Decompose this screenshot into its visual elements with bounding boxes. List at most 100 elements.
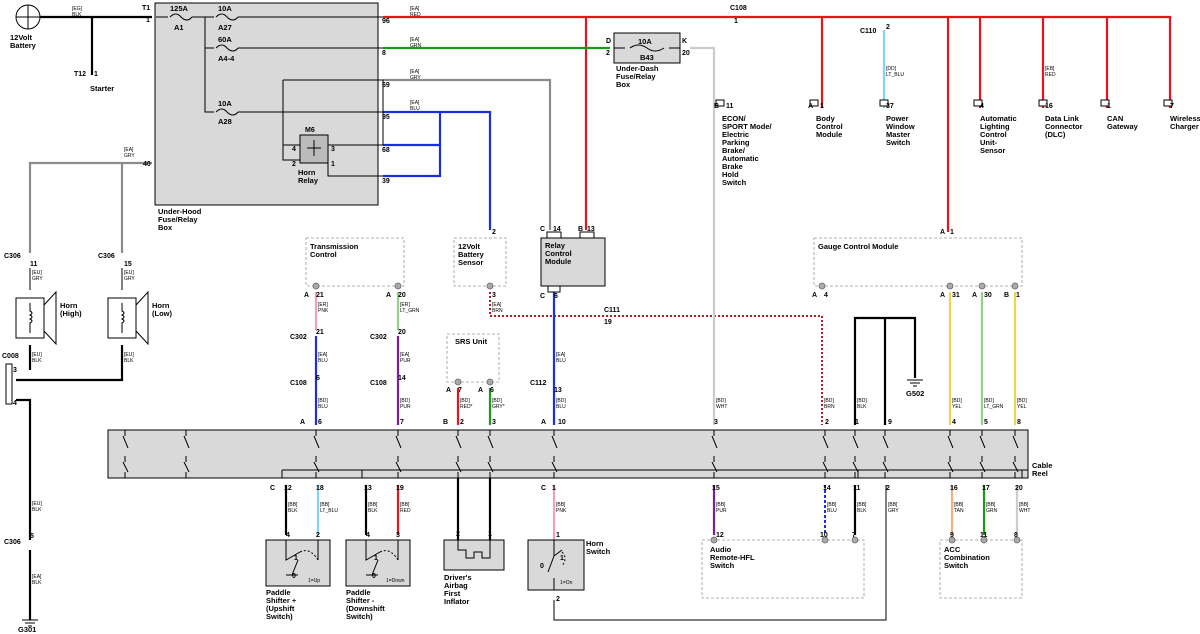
top-component-1-line-2: Control [816, 122, 843, 131]
wire-c110-part-1: [DD] [886, 66, 897, 72]
reel-switch-12 [979, 430, 986, 478]
reel-switch-6 [551, 430, 558, 478]
top-component-0-conn: B [714, 103, 719, 110]
wire-bb-tan: [BB]TAN [954, 502, 964, 514]
bs-line-2: Battery [458, 250, 485, 259]
wire-bd-gry-srs-part-1: [BD] [492, 398, 502, 404]
top-component-1-conn: A [808, 103, 813, 110]
reel-top-wire-0-part-1: [BD] [716, 398, 726, 404]
reel-top-wire-3-part-1: [BD] [952, 398, 962, 404]
wire-ea-gry2-part-2: GRY [124, 153, 135, 159]
uh-pin-8: 8 [382, 50, 386, 57]
wire-bb-red-part-2: RED [400, 508, 411, 514]
g502-label: G502 [906, 389, 924, 398]
underdash-conn-d: D [606, 38, 611, 45]
gauge-conn-30: A [972, 292, 977, 299]
wire-bb-tan-part-1: [BB] [954, 502, 964, 508]
c108a-pin: 6 [316, 375, 320, 382]
wire-ea-gry-part-1: [EA] [410, 69, 420, 75]
relay-pin-2: 2 [292, 161, 296, 168]
srs-pin-6: 6 [490, 387, 494, 394]
gauge-label: Gauge Control Module [818, 242, 898, 251]
hs-pin-2: 2 [556, 596, 560, 603]
gauge-pin-30: 30 [984, 292, 992, 299]
wire-bb-grn-part-1: [BB] [986, 502, 996, 508]
top-component-3-line-5: Sensor [980, 146, 1006, 155]
tcm-conn-a1: A [304, 292, 309, 299]
pu-line-4: Switch) [266, 612, 293, 621]
top-component-3-terminal [973, 99, 983, 107]
ab-line-3: First [444, 589, 461, 598]
c108-top-conn: C108 [730, 5, 747, 12]
wire-bb-blk-1-part-2: BLK [288, 508, 298, 514]
reel-top-wire-0: [BD]WHT [716, 398, 727, 410]
reel-top-pin-2: 2 [825, 419, 829, 426]
wire-ea-blk: [EA]BLK [32, 574, 42, 586]
wire-ea-pur-tcm: [EA]PUR [400, 352, 411, 364]
reel-top-wire-5-part-2: YEL [1017, 404, 1027, 410]
battery-sensor-pin-3: 3 [492, 292, 496, 299]
wires [16, 15, 1172, 621]
wire-ea-blk-part-1: [EA] [32, 574, 42, 580]
gauge-pin-4: 4 [824, 292, 828, 299]
starter-pin: 1 [94, 71, 98, 78]
top-component-0-line-5: Brake/ [722, 146, 746, 155]
reel-switch-2 [313, 430, 320, 478]
top-component-0-line-9: Switch [722, 178, 747, 187]
top-component-5-pin: 1 [1107, 103, 1111, 110]
wire-ea-brn-part-2: BRN [492, 308, 503, 314]
reel-switches [122, 430, 1019, 478]
reel-bottom-pin-7: 11 [853, 485, 861, 492]
c008-pin-3: 3 [13, 367, 17, 374]
relay-pin-3: 3 [331, 146, 335, 153]
wire-eu-blk-a-part-1: [EU] [32, 352, 42, 358]
uh-pin-69: 69 [382, 82, 390, 89]
reel-top-wires: [BD]WHT[BD]BRN[BD]BLK[BD]YEL[BD]LT_GRN[B… [716, 398, 1027, 410]
wire-bd-pur-tcm: [BD]PUR [400, 398, 411, 410]
reel-top-wire-4-part-2: LT_GRN [984, 404, 1004, 410]
bs-line-3: Sensor [458, 258, 484, 267]
wire-bb-grn-part-2: GRN [986, 508, 998, 514]
gauge-pin-b1: 1 [1016, 292, 1020, 299]
wire-ea-grn: [EA]GRN [410, 37, 422, 49]
audio-pin-12: 12 [716, 532, 724, 539]
top-component-2-pin: 37 [886, 103, 894, 110]
horn-low-label: Horn(Low) [152, 301, 172, 318]
wire-ea-blu-part-2: BLU [410, 106, 420, 112]
top-component-4-terminal [1038, 99, 1048, 107]
pd-pin-4: 4 [366, 532, 370, 539]
fuse-a4-4-id: A4-4 [218, 54, 235, 63]
top-component-0-line-7: Brake [722, 162, 743, 171]
wire-ea-pur-tcm-part-1: [EA] [400, 352, 410, 358]
wire-ea-blu: [EA]BLU [410, 100, 420, 112]
srs-conn-a2: A [478, 387, 483, 394]
underdash-conn-k: K [682, 38, 687, 45]
wire-bd-red-srs-part-2: RED* [460, 404, 473, 410]
reel-switch-11 [947, 430, 954, 478]
wire-bd-pur-tcm-part-2: PUR [400, 404, 411, 410]
wire-ea-blu-tcm-part-1: [EA] [318, 352, 328, 358]
reel-switch-1 [183, 430, 190, 478]
underdash-fuse-amp: 10A [638, 37, 652, 46]
acc-line-2: Combination [944, 553, 990, 562]
gauge-conn-a31: A [940, 292, 945, 299]
gauge-conn-a4: A [812, 292, 817, 299]
hh-line-1: Horn [60, 301, 78, 310]
wire-c110: [DD]LT_BLU [886, 66, 904, 78]
top-component-0-line-8: Hold [722, 170, 739, 179]
top-component-3-pin: 4 [980, 103, 984, 110]
top-component-5-line-2: Gateway [1107, 122, 1139, 131]
reel-pin-a-tcm: A [300, 419, 305, 426]
c110-conn: C110 [860, 28, 876, 35]
